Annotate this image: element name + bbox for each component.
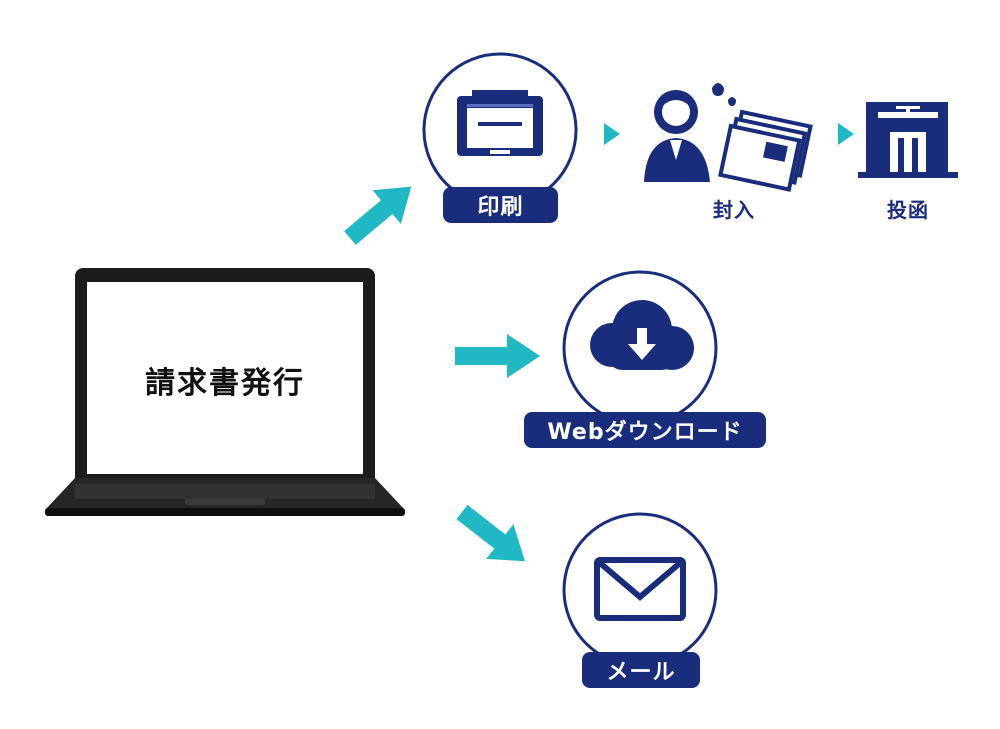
- printer-icon: [457, 90, 543, 156]
- envelope-icon: [594, 557, 686, 621]
- print-label: 印刷: [443, 187, 558, 223]
- laptop-screen-title: 請求書発行: [145, 366, 305, 401]
- step-arrow-2: [838, 123, 854, 145]
- laptop-icon: [45, 268, 405, 516]
- arrow-to-mail: [456, 504, 526, 562]
- post-office-icon: [858, 102, 958, 178]
- arrow-to-web: [455, 334, 540, 378]
- cloud-download-icon: [590, 300, 694, 370]
- web-download-label: Webダウンロード: [524, 412, 766, 448]
- arrow-to-print: [344, 186, 412, 245]
- enclosing-worker-icon: [644, 83, 813, 192]
- enclosing-label: 封入: [713, 198, 755, 222]
- posting-label: 投函: [887, 198, 929, 222]
- mail-label: メール: [582, 652, 700, 688]
- step-arrow-1: [604, 123, 620, 145]
